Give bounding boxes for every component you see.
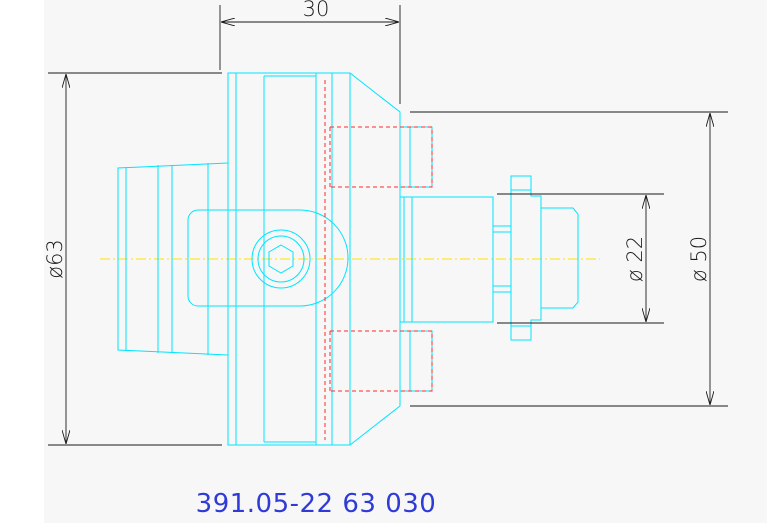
hex-screw-icon [251,229,311,289]
end-flange [510,175,579,341]
flange-body [227,72,401,446]
dimension-length-label: 30 [303,0,330,21]
hidden-pin-holes [324,80,433,440]
pilot-cylinder [400,196,511,323]
dimension-bore-diameter-label: ø 22 [623,236,647,282]
dimension-outer-diameter-label: ø63 [43,239,67,279]
dimension-outer-diameter [48,72,222,446]
shank [117,162,229,356]
dimension-bore-diameter [497,193,664,324]
clamp-block [187,209,349,307]
dimension-spigot-diameter [410,111,728,407]
dimension-length [219,5,401,104]
dimension-spigot-diameter-label: ø 50 [687,236,711,282]
part-number: 391.05-22 63 030 [196,489,437,519]
